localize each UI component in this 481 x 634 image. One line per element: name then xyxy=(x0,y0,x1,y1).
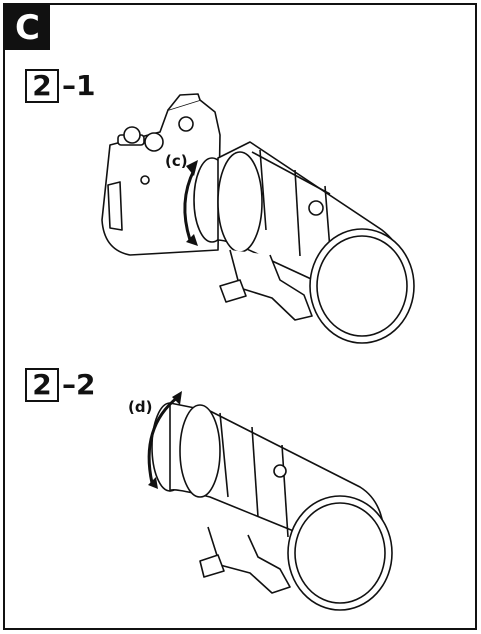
rotation-callout-d: (d) xyxy=(128,398,153,416)
step-substep: –2 xyxy=(62,368,96,401)
step-2-1-heading: 2 –1 xyxy=(25,69,95,103)
rotation-callout-c: (c) xyxy=(165,152,188,170)
step-substep: –1 xyxy=(62,69,96,102)
step-2-2-heading: 2 –2 xyxy=(25,368,95,402)
instruction-panel: C 2 –1 2 –2 xyxy=(3,3,477,630)
step-number-box: 2 xyxy=(25,69,59,103)
telephoto-lens-icon xyxy=(147,391,393,611)
step-number-box: 2 xyxy=(25,368,59,402)
camera-with-telephoto-lens-icon xyxy=(101,93,415,344)
section-label: C xyxy=(5,5,50,50)
